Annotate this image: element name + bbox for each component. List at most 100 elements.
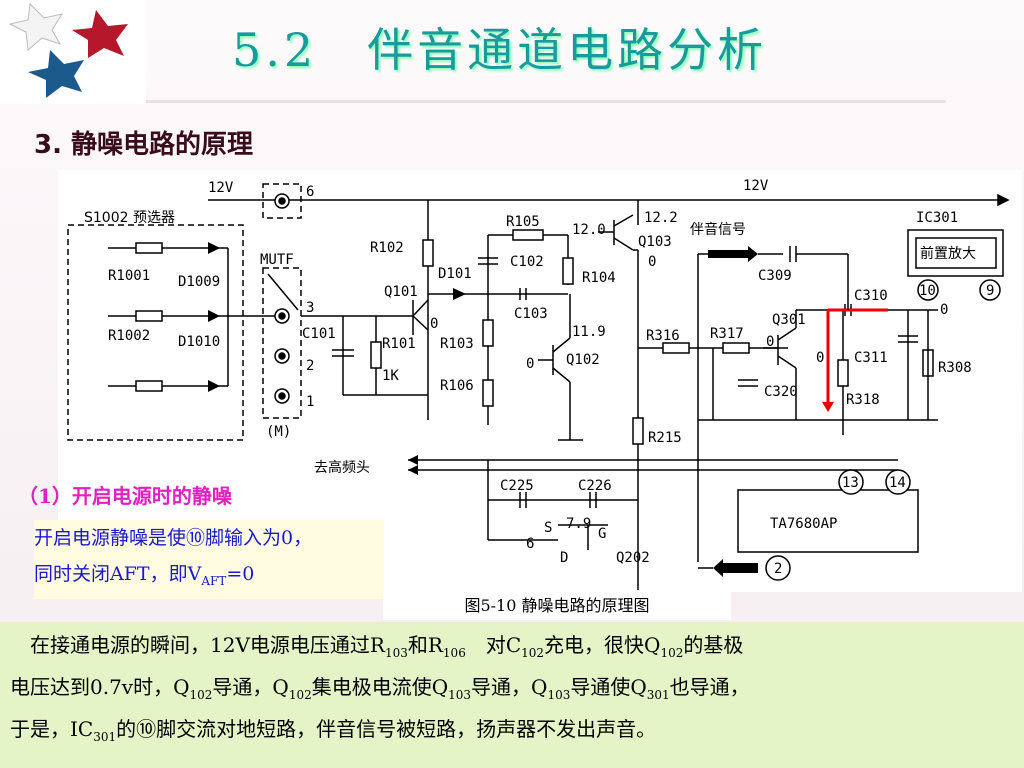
label-c226: C226 (578, 478, 612, 494)
label-v12-0: 12.0 (572, 222, 606, 238)
label-v6: 6 (526, 536, 534, 552)
star-red-icon (72, 10, 128, 58)
label-g: G (598, 526, 606, 542)
para-sub: 103 (448, 688, 472, 702)
label-q101-voltage: 0 (430, 316, 438, 332)
label-r318: R318 (846, 392, 880, 408)
para-text: 对C (465, 633, 522, 657)
label-s: S (544, 520, 552, 536)
page-title: 5.2 伴音通道电路分析 (232, 23, 768, 77)
label-q102-voltage: 0 (526, 356, 534, 372)
para-sub: 102 (288, 688, 312, 702)
label-d1010: D1010 (178, 334, 220, 350)
star-blue-icon (28, 50, 84, 98)
label-d1009: D1009 (178, 274, 220, 290)
label-r308: R308 (938, 360, 972, 376)
section-heading: 3. 静噪电路的原理 (34, 130, 254, 160)
label-s1002: S1002 预选器 (84, 210, 175, 226)
decorative-logo (0, 0, 146, 104)
label-pin6: 6 (306, 184, 314, 200)
label-c225: C225 (500, 478, 534, 494)
label-c311: C311 (854, 350, 888, 366)
note-box: 开启电源静噪是使⑩脚输入为0， 同时关闭AFT，即VAFT=0 (34, 520, 384, 599)
label-d: D (560, 550, 568, 566)
explanation-paragraph: 在接通电源的瞬间，12V电源电压通过R103和R106 对C102充电，很快Q1… (0, 622, 1024, 768)
para-sub: 103 (547, 688, 571, 702)
label-to-hf: 去高频头 (314, 459, 370, 476)
label-r1002: R1002 (108, 328, 150, 344)
label-q202: Q202 (616, 550, 650, 566)
label-r316: R316 (646, 328, 680, 344)
para-text: 的基极 (683, 633, 744, 657)
subheading: （1）开启电源时的静噪 (18, 484, 232, 508)
label-r317: R317 (710, 326, 744, 342)
para-line3: 于是，IC301的⑩脚交流对地短路，伴音信号被短路，扬声器不发出声音。 (10, 712, 1014, 754)
label-12v-right: 12V (743, 178, 769, 194)
para-sub: 102 (521, 646, 545, 660)
para-text: 集电极电流使Q (311, 675, 449, 699)
label-v7-9: 7.9 (566, 516, 591, 532)
label-q103: Q103 (638, 234, 672, 250)
label-preamp: 前置放大 (920, 245, 976, 262)
label-pin14: 14 (889, 475, 906, 491)
label-r103: R103 (440, 336, 474, 352)
note-line1: 开启电源静噪是使⑩脚输入为0， (34, 527, 313, 549)
label-ta7680ap: TA7680AP (770, 516, 837, 532)
para-text: 在接通电源的瞬间，12V电源电压通过R (10, 633, 385, 657)
label-q301-voltage1: 0 (766, 334, 774, 350)
label-d101: D101 (438, 266, 472, 282)
para-text: 于是，IC (10, 717, 94, 741)
label-r215: R215 (648, 430, 682, 446)
para-sub: 301 (646, 688, 670, 702)
label-pin3: 3 (306, 300, 314, 316)
para-sub: 301 (93, 730, 117, 744)
label-q101: Q101 (384, 284, 418, 300)
note-line2-a: 同时关闭AFT，即V (34, 563, 202, 585)
label-c310: C310 (854, 288, 888, 304)
label-c320: C320 (764, 384, 798, 400)
para-text: 和R (407, 633, 443, 657)
para-text: 导通，Q (212, 675, 289, 699)
label-r102: R102 (370, 240, 404, 256)
note-line2-sub: AFT (201, 573, 227, 588)
star-white-icon (8, 2, 64, 51)
label-v12-2: 12.2 (644, 210, 678, 226)
note-line2: 同时关闭AFT，即VAFT=0 (34, 556, 384, 599)
label-r1001: R1001 (108, 268, 150, 284)
label-mutf: MUTF (260, 252, 294, 268)
label-pin2b: 2 (774, 561, 782, 577)
para-text: 也导通， (669, 675, 750, 699)
label-r104: R104 (582, 270, 616, 286)
para-text: 电压达到0.7v时，Q (10, 675, 190, 699)
label-c309: C309 (758, 268, 792, 284)
label-q301-voltage2: 0 (816, 350, 824, 366)
para-text: 导通使Q (570, 675, 647, 699)
label-pin2: 2 (306, 358, 314, 374)
para-sub: 106 (442, 646, 466, 660)
para-text: 的⑩脚交流对地短路，伴音信号被短路，扬声器不发出声音。 (116, 717, 657, 741)
para-sub: 102 (189, 688, 213, 702)
para-sub: 102 (660, 646, 684, 660)
label-q103-voltage: 0 (648, 254, 656, 270)
label-r101-value: 1K (382, 368, 399, 384)
label-12v-left: 12V (208, 180, 234, 196)
label-r105: R105 (506, 214, 540, 230)
label-sound-signal: 伴音信号 (690, 221, 746, 238)
para-line1: 在接通电源的瞬间，12V电源电压通过R103和R106 对C102充电，很快Q1… (10, 628, 1014, 670)
note-line2-b: =0 (226, 563, 255, 585)
title-divider (146, 100, 946, 103)
label-r101: R101 (382, 336, 416, 352)
para-text: 导通，Q (471, 675, 548, 699)
label-pin1: 1 (306, 394, 314, 410)
label-m: (M) (266, 424, 291, 440)
label-v11-9: 11.9 (572, 324, 606, 340)
para-sub: 103 (384, 646, 408, 660)
label-pin9: 9 (986, 283, 994, 299)
label-c102: C102 (510, 254, 544, 270)
para-text: 充电，很快Q (544, 633, 661, 657)
label-q102: Q102 (566, 352, 600, 368)
label-pin10: 10 (919, 283, 936, 299)
label-ic301: IC301 (916, 210, 958, 226)
figure-caption: 图5-10 静噪电路的原理图 (383, 592, 731, 620)
label-pin13: 13 (842, 475, 859, 491)
